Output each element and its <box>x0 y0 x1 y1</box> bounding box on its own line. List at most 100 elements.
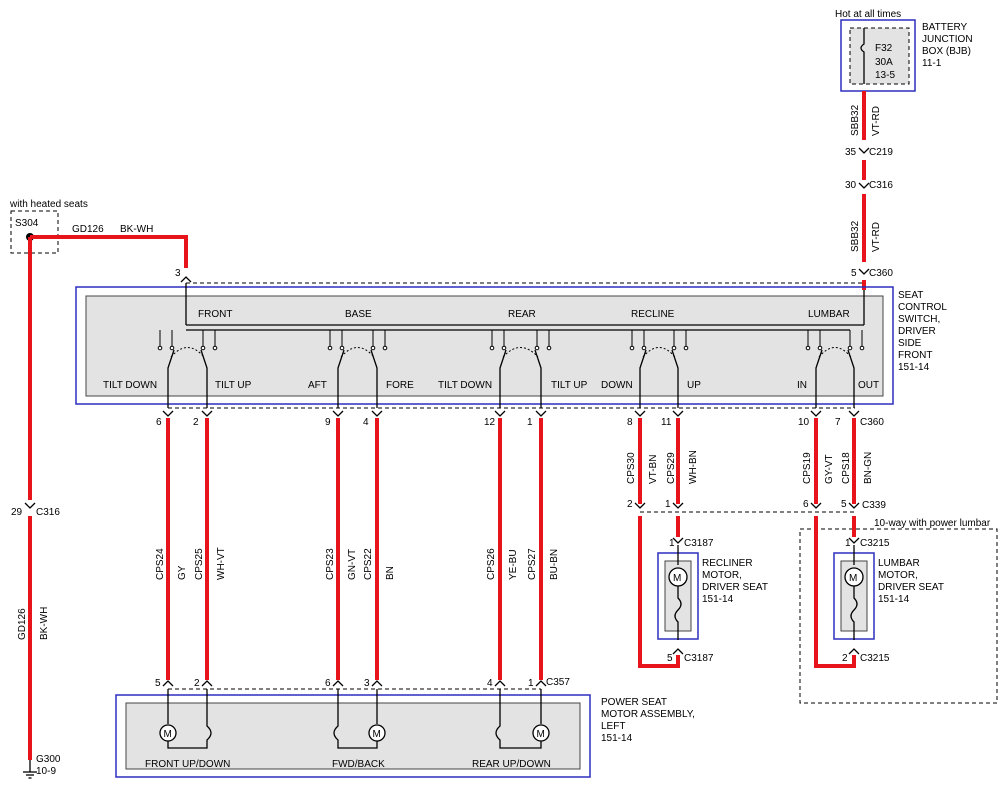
c3187-bot-chevron <box>672 648 684 655</box>
seat-motor-0-return <box>167 689 212 749</box>
c3187-bot-name: C3187 <box>684 653 714 664</box>
c360-pin-1: 2 <box>193 417 199 428</box>
gd-v-circuit: GD126 <box>17 608 28 640</box>
ground-feed-wire <box>30 235 188 268</box>
wire-cps23-color: GN-VT <box>347 549 358 580</box>
fuse-ref: 13-5 <box>875 70 895 81</box>
switch-base-contact-dot-0 <box>327 345 333 351</box>
c360-top-pin: 5 <box>851 268 857 279</box>
gd-v-color: BK-WH <box>39 607 50 640</box>
power-seat-body <box>125 702 581 770</box>
c316-chevron <box>858 182 870 189</box>
lumbar-label-1: LUMBAR <box>878 558 920 569</box>
c357-pin-5: 1 <box>528 678 534 689</box>
c360-pin-4: 12 <box>484 417 496 428</box>
lumbar-label-2: MOTOR, <box>878 570 918 581</box>
fuse-rating: 30A <box>875 57 893 68</box>
c316-top-pin: 30 <box>845 180 857 191</box>
wire-cps25-color: WH-VT <box>216 547 227 580</box>
switch-lumbar-contact-dot-1 <box>817 345 823 351</box>
wire-cps19-color: GY-VT <box>824 454 835 484</box>
c316-left-pin: 29 <box>11 507 23 518</box>
c360-bottom-name: C360 <box>860 417 884 428</box>
c360-pin-chevron-5 <box>535 410 547 417</box>
c360-pin-8: 10 <box>798 417 810 428</box>
switch-title-4: DRIVER <box>898 326 936 337</box>
wire-cps27-color: BU-BN <box>549 549 560 580</box>
heated-seats-note: with heated seats <box>9 199 88 210</box>
wire-cps30-color: VT-BN <box>648 455 659 484</box>
bjb-label-3: BOX (BJB) <box>922 46 971 57</box>
gd-h-circuit: GD126 <box>72 224 104 235</box>
pos-lumbar-out: OUT <box>858 380 879 391</box>
c360-pin-chevron-7 <box>672 410 684 417</box>
c360-pin-chevron-3 <box>371 410 383 417</box>
switch-title-5: SIDE <box>898 338 922 349</box>
c360-pin-6: 8 <box>627 417 633 428</box>
group-rear: REAR <box>508 309 536 320</box>
switch-groups <box>157 330 865 408</box>
c357-pin-3: 3 <box>364 678 370 689</box>
c339-pin-3: 5 <box>841 499 847 510</box>
feed-mid-circuit: SBB32 <box>850 220 861 252</box>
wire-cps18-circuit: CPS18 <box>841 452 852 484</box>
switch-recline-contact-dot-2 <box>671 345 677 351</box>
wire-cps22-circuit: CPS22 <box>363 548 374 580</box>
motor-label-fwd-back: FWD/BACK <box>332 759 385 770</box>
recliner-label-2: MOTOR, <box>702 570 742 581</box>
c360-pin-7: 11 <box>661 417 672 428</box>
wire-cps24-color: GY <box>177 565 188 580</box>
switch-lumbar-contact-dot-2 <box>847 345 853 351</box>
c3187-top-pin: 1 <box>669 538 675 549</box>
motor-label-front: FRONT UP/DOWN <box>145 759 230 770</box>
switch-title-1: SEAT <box>898 290 923 301</box>
fuse-icon <box>860 28 865 84</box>
pos-recline-up: UP <box>687 380 701 391</box>
c3215-top-chevron <box>848 537 860 544</box>
c360-pin-2: 9 <box>325 417 331 428</box>
c339-pin-0: 2 <box>627 499 633 510</box>
c357-chevron-5 <box>535 680 547 687</box>
c339-name: C339 <box>862 500 886 511</box>
c339-chevron-2 <box>810 502 822 509</box>
switch-base-contact-dot-3 <box>382 345 388 351</box>
c357-chevron-3 <box>371 680 383 687</box>
pos-rear-tilt-down: TILT DOWN <box>438 380 492 391</box>
bjb-label-2: JUNCTION <box>922 34 973 45</box>
group-lumbar: LUMBAR <box>808 309 850 320</box>
c360-pin-chevron-0 <box>162 410 174 417</box>
switch-recline-contact-dot-0 <box>629 345 635 351</box>
ground-id: G300 <box>36 754 61 765</box>
switch-base-contact-dot-2 <box>370 345 376 351</box>
group-base: BASE <box>345 309 372 320</box>
switch-ref: 151-14 <box>898 362 930 373</box>
bjb-ref: 11-1 <box>922 58 942 69</box>
wire-cps23-circuit: CPS23 <box>325 548 336 580</box>
wire-cps19-circuit: CPS19 <box>802 452 813 484</box>
feed-top-color: VT-RD <box>871 106 882 136</box>
switch-front-contact-dot-2 <box>200 345 206 351</box>
group-front: FRONT <box>198 309 232 320</box>
wire-cps27-circuit: CPS27 <box>527 548 538 580</box>
c360-pin-chevron-1 <box>201 410 213 417</box>
switch-body <box>85 295 884 397</box>
wire-cps25-circuit: CPS25 <box>194 548 205 580</box>
recliner-ref: 151-14 <box>702 594 734 605</box>
switch-front-contact-dot-0 <box>157 345 163 351</box>
switch-recline-contact-dot-3 <box>683 345 689 351</box>
lumbar-return-wire <box>814 516 856 668</box>
c357-chevron-2 <box>332 680 344 687</box>
pos-front-tilt-down: TILT DOWN <box>103 380 157 391</box>
c3215-top-pin: 1 <box>845 538 851 549</box>
feed-mid-color: VT-RD <box>871 222 882 252</box>
switch-rear-blade-right <box>534 349 542 408</box>
recliner-motor-icon: M <box>668 545 688 640</box>
switch-rear-contact-dot-2 <box>534 345 540 351</box>
splice-id: S304 <box>15 218 39 229</box>
svg-text:M: M <box>673 573 681 584</box>
wire-cps29-circuit: CPS29 <box>666 452 677 484</box>
c357-pin-1: 2 <box>194 678 200 689</box>
pos-recline-down: DOWN <box>601 380 633 391</box>
